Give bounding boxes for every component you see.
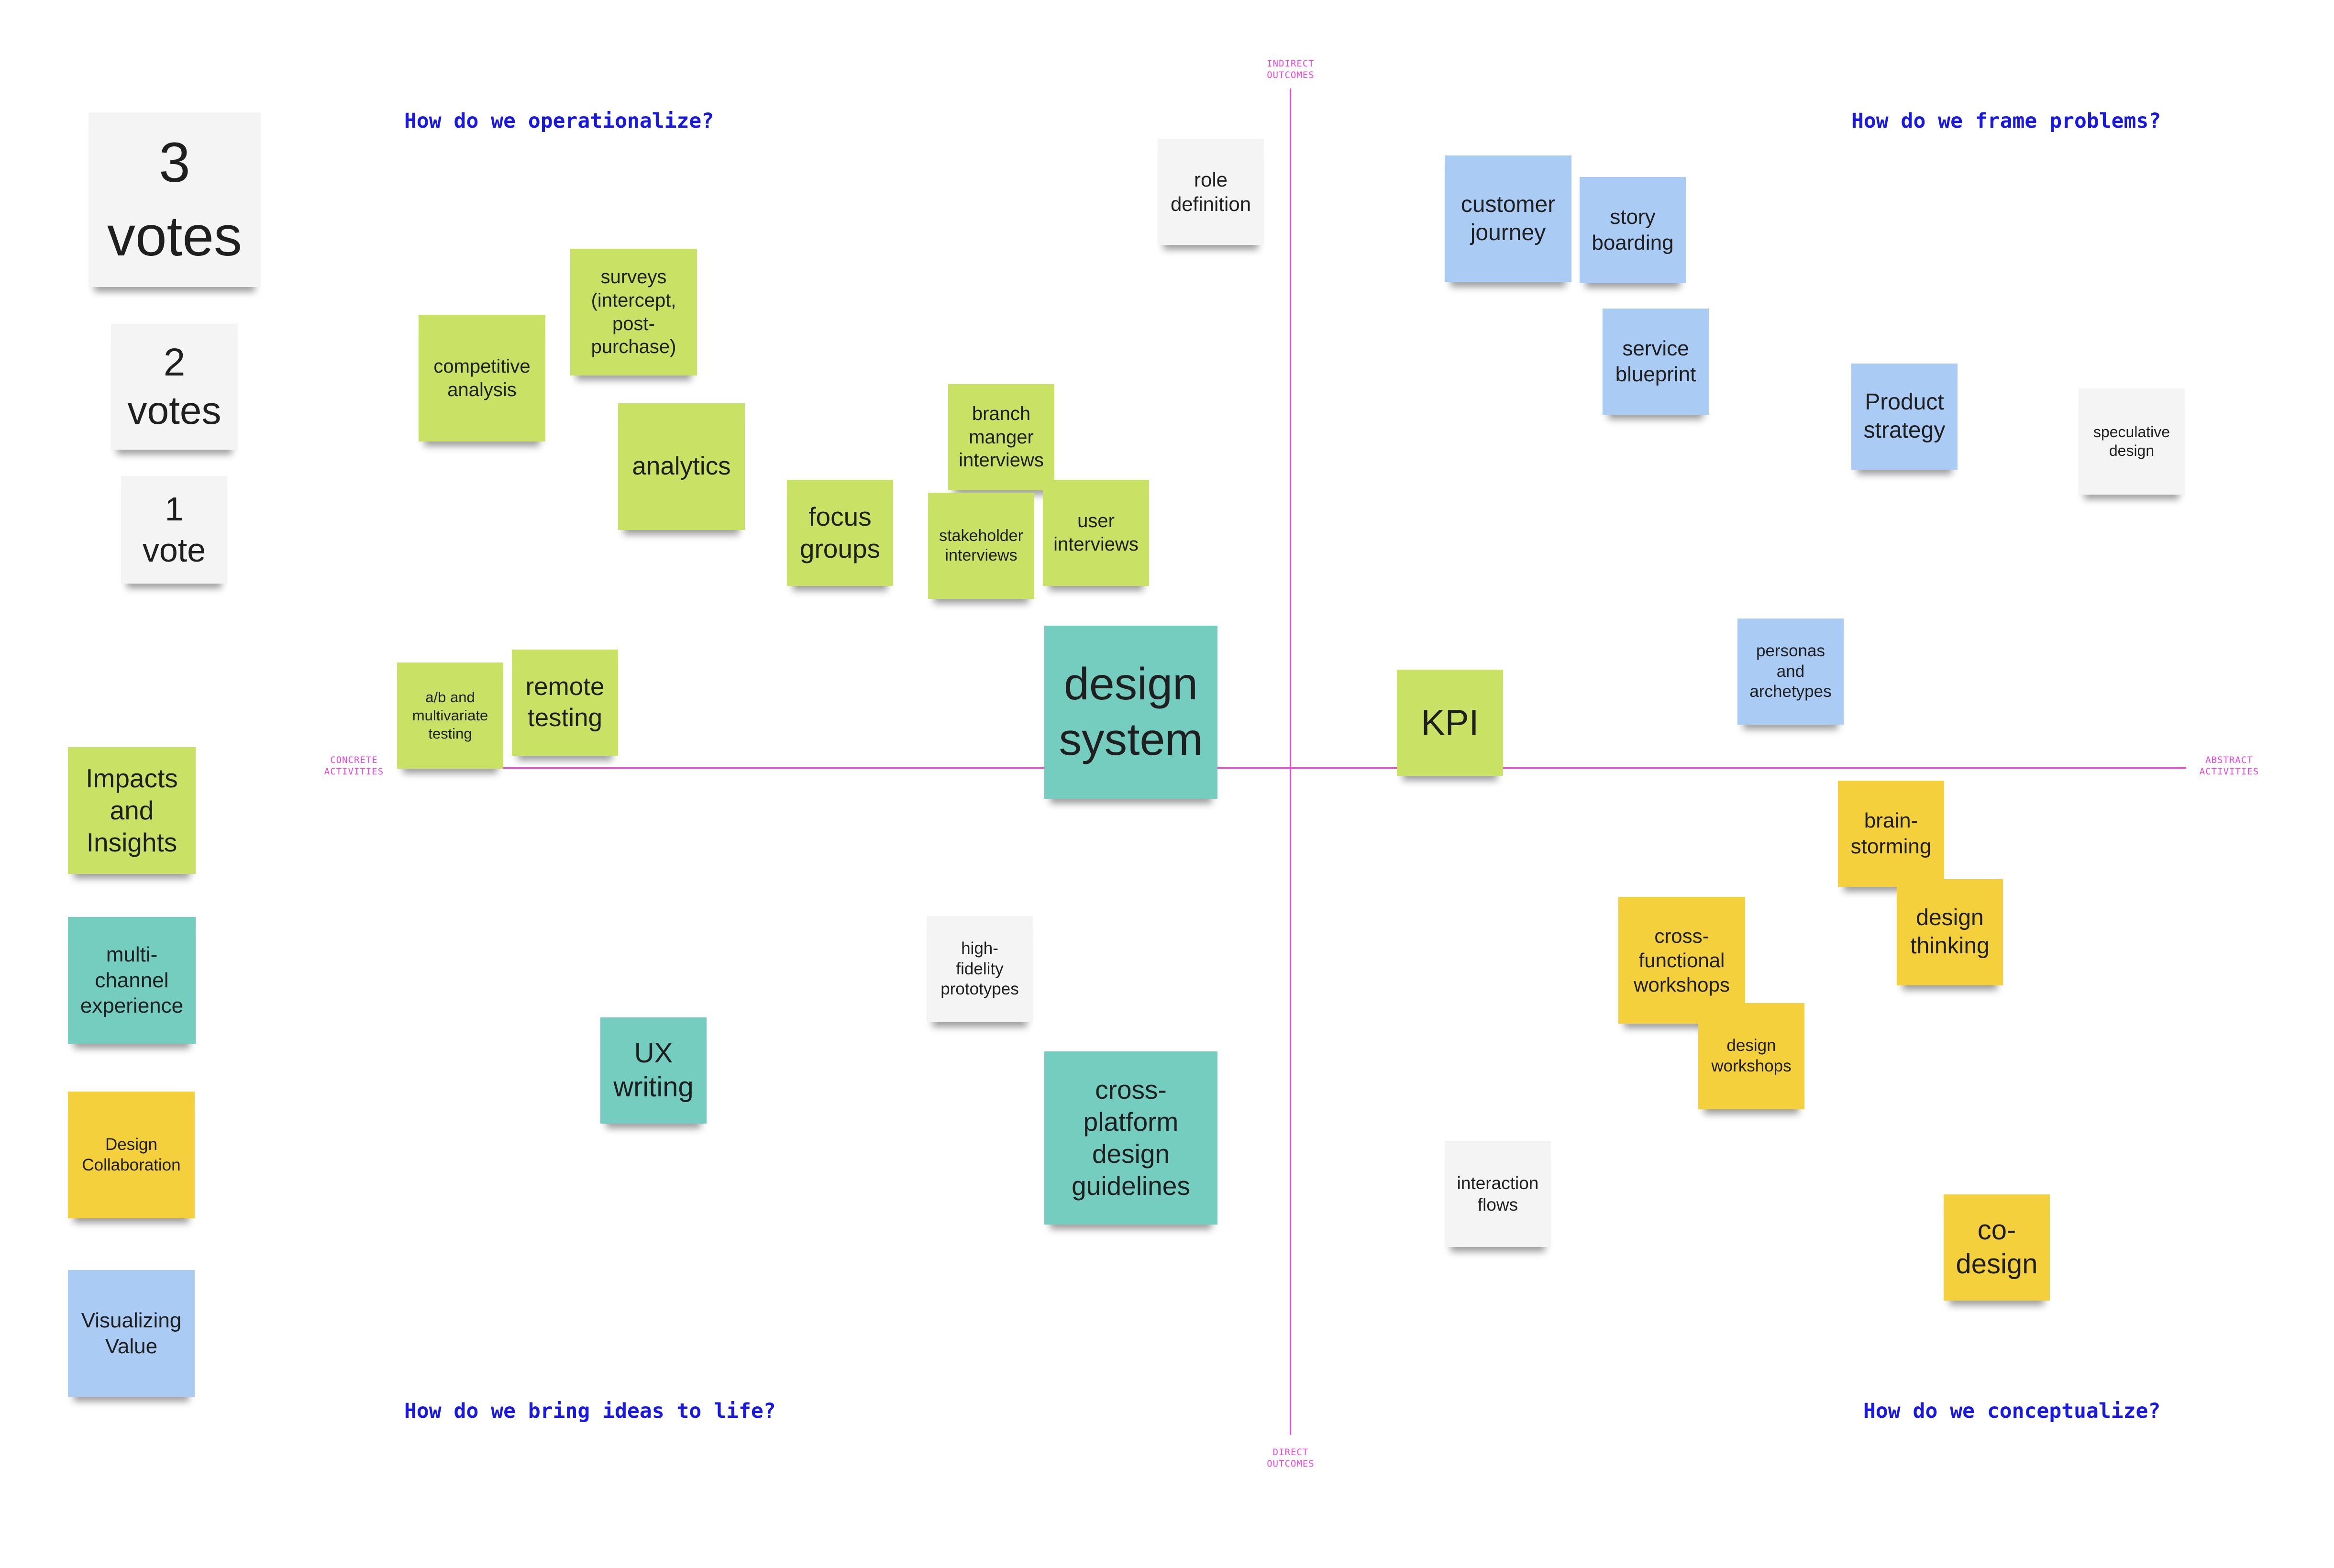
quadrant-title-bottom-left: How do we bring ideas to life? <box>404 1399 776 1423</box>
sticky-note[interactable]: focus groups <box>787 480 893 586</box>
vertical-axis-line <box>1290 88 1291 1435</box>
category-legend-design-collaboration[interactable]: Design Collaboration <box>68 1092 195 1218</box>
quadrant-title-bottom-right: How do we conceptualize? <box>1863 1399 2161 1423</box>
category-legend-visualizing-value[interactable]: Visualizing Value <box>68 1270 195 1397</box>
sticky-note[interactable]: story boarding <box>1580 177 1686 283</box>
sticky-note[interactable]: personas and archetypes <box>1737 618 1844 725</box>
quadrant-title-top-right: How do we frame problems? <box>1851 109 2161 133</box>
sticky-note[interactable]: user interviews <box>1043 480 1149 586</box>
sticky-note[interactable]: competitive analysis <box>419 315 545 442</box>
sticky-note[interactable]: design thinking <box>1897 879 2003 985</box>
category-legend-multi-channel-experience[interactable]: multi- channel experience <box>68 917 196 1044</box>
sticky-note[interactable]: a/b and multivariate testing <box>397 663 503 769</box>
sticky-note[interactable]: UX writing <box>600 1017 707 1124</box>
sticky-note[interactable]: design workshops <box>1698 1003 1804 1109</box>
sticky-note[interactable]: speculative design <box>2079 388 2185 495</box>
sticky-note[interactable]: Product strategy <box>1851 364 1958 470</box>
sticky-note[interactable]: interaction flows <box>1445 1141 1551 1247</box>
sticky-note[interactable]: brain- storming <box>1838 781 1944 887</box>
vote-legend-1-vote[interactable]: 1 vote <box>121 476 227 584</box>
sticky-note[interactable]: design system <box>1044 626 1217 799</box>
quadrant-title-top-left: How do we operationalize? <box>404 109 714 133</box>
sticky-note[interactable]: service blueprint <box>1603 309 1709 415</box>
sticky-note[interactable]: cross- platform design guidelines <box>1044 1051 1217 1225</box>
axis-label-right: ABSTRACT ACTIVITIES <box>2199 755 2259 777</box>
sticky-note[interactable]: analytics <box>618 403 745 530</box>
sticky-note[interactable]: surveys (intercept, post- purchase) <box>570 249 697 375</box>
sticky-note[interactable]: KPI <box>1397 670 1503 776</box>
sticky-note[interactable]: co- design <box>1944 1194 2050 1301</box>
sticky-note[interactable]: remote testing <box>512 650 618 756</box>
sticky-note[interactable]: cross- functional workshops <box>1618 897 1745 1024</box>
sticky-note[interactable]: stakeholder interviews <box>928 493 1034 599</box>
horizontal-axis-line <box>397 767 2186 769</box>
axis-label-bottom: DIRECT OUTCOMES <box>1267 1447 1315 1469</box>
category-legend-impacts-and-insights[interactable]: Impacts and Insights <box>68 747 196 874</box>
sticky-note[interactable]: high- fidelity prototypes <box>927 916 1033 1022</box>
sticky-note[interactable]: role definition <box>1158 139 1264 245</box>
axis-label-top: INDIRECT OUTCOMES <box>1267 58 1315 80</box>
vote-legend-3-votes[interactable]: 3 votes <box>88 112 261 287</box>
vote-legend-2-votes[interactable]: 2 votes <box>111 324 238 450</box>
axis-label-left: CONCRETE ACTIVITIES <box>324 755 384 777</box>
sticky-note[interactable]: branch manger interviews <box>948 384 1054 490</box>
sticky-note[interactable]: customer journey <box>1445 155 1571 282</box>
